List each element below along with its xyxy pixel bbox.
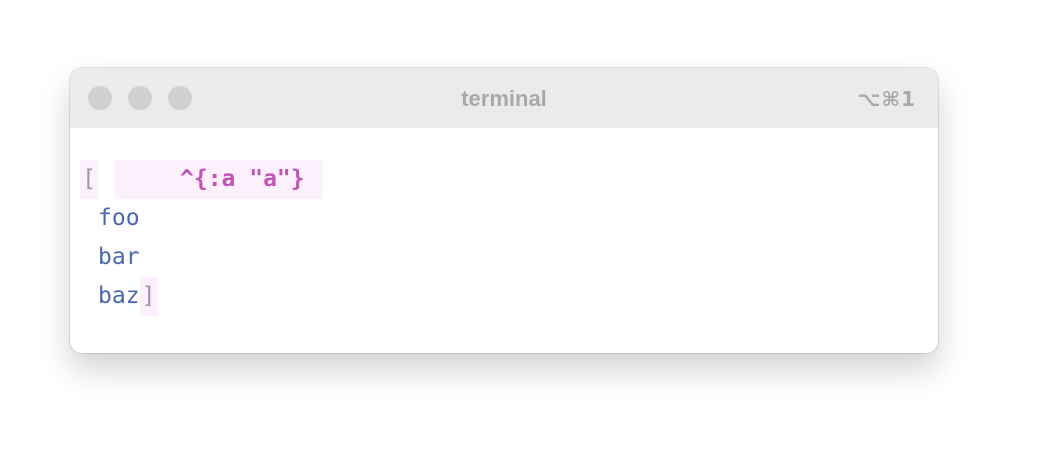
window-title: terminal	[461, 86, 547, 111]
traffic-lights	[88, 86, 192, 110]
symbol-bar: bar	[98, 244, 140, 270]
open-bracket: [	[80, 160, 98, 199]
metadata-highlight	[115, 160, 323, 199]
terminal-content[interactable]: [ ^{:a "a"} foo bar baz]	[70, 128, 938, 316]
close-bracket: ]	[139, 277, 158, 316]
title-bar[interactable]: terminal ⌥⌘1	[70, 68, 938, 128]
metadata-map: ^{:a "a"}	[180, 166, 305, 192]
close-dot-icon[interactable]	[88, 86, 112, 110]
code-line-baz: baz]	[70, 277, 938, 316]
code-line-metadata: [ ^{:a "a"}	[70, 160, 938, 199]
minimize-dot-icon[interactable]	[128, 86, 152, 110]
symbol-baz-group: baz]	[98, 277, 158, 316]
code-line-foo: foo	[70, 199, 938, 238]
symbol-baz: baz	[98, 283, 140, 309]
code-line-bar: bar	[70, 238, 938, 277]
terminal-window: terminal ⌥⌘1 [ ^{:a "a"} foo bar baz]	[70, 68, 938, 353]
symbol-foo: foo	[98, 205, 140, 231]
window-shortcut: ⌥⌘1	[857, 87, 916, 111]
zoom-dot-icon[interactable]	[168, 86, 192, 110]
